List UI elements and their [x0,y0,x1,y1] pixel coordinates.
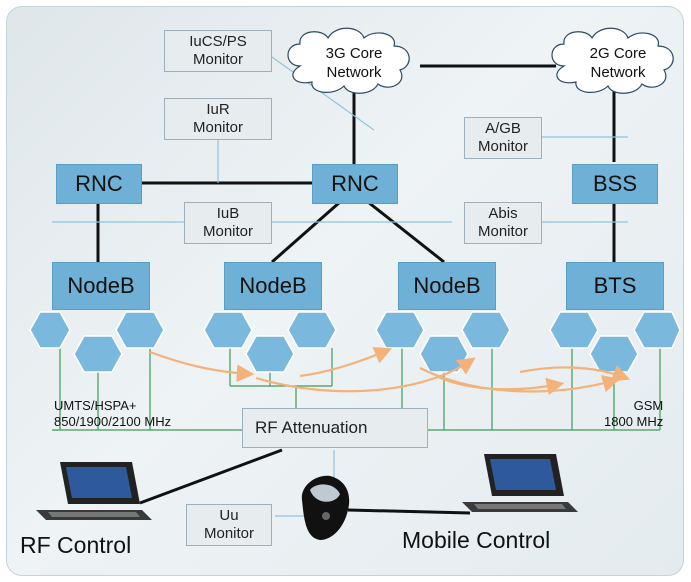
rnc-center-node: RNC [312,164,398,204]
link-rnc-nodeb2 [271,200,341,264]
rnc-left-node: RNC [56,164,142,204]
nodeb-2-node: NodeB [224,262,322,310]
nodeb-3-node: NodeB [398,262,496,310]
iucs-ps-monitor: IuCS/PS Monitor [164,30,272,72]
cell-hex [589,335,639,373]
cell-hex [461,311,511,349]
uu-monitor: Uu Monitor [186,504,272,546]
gsm-frequency-label: GSM 1800 MHz [604,398,664,429]
mobile-phone-icon [301,475,350,540]
mobile-control-caption: Mobile Control [402,527,551,553]
core-2g-network-label: 2G Core Network [589,45,647,81]
rf-attenuation-label: RF Attenuation [255,418,368,437]
bss-node: BSS [572,164,658,204]
handover-arrows [149,347,631,396]
backbone-links [96,64,616,515]
rf-attenuation-box: RF Attenuation [242,408,428,448]
cell-hex [29,311,71,349]
cell-hex [73,335,123,373]
cloud-2g-core [551,27,674,94]
abis-monitor: Abis Monitor [464,202,542,244]
agb-monitor: A/GB Monitor [464,117,542,159]
cell-hex [115,311,165,349]
umts-frequency-label: UMTS/HSPA+ 850/1900/2100 MHz [54,398,172,429]
iur-monitor: IuR Monitor [164,98,272,140]
link-rnc-nodeb3 [367,200,445,264]
cell-hex [287,311,337,349]
rf-control-caption: RF Control [20,532,132,558]
link-phone-laptop [347,508,471,515]
cloud-3g-core [287,27,410,94]
cell-hex [375,311,425,349]
core-3g-network-label: 3G Core Network [325,45,383,81]
cell-hex [203,311,253,349]
laptop-rf-control-icon [36,462,152,520]
nodeb-1-node: NodeB [52,262,150,310]
iub-monitor: IuB Monitor [184,202,272,244]
cell-hex [549,311,599,349]
cell-hex [633,311,681,349]
cell-hexagons [29,311,681,373]
cell-hex [245,335,295,373]
link-laptop-rf [139,448,283,505]
bts-node: BTS [566,262,664,310]
laptop-mobile-control-icon [462,454,578,512]
